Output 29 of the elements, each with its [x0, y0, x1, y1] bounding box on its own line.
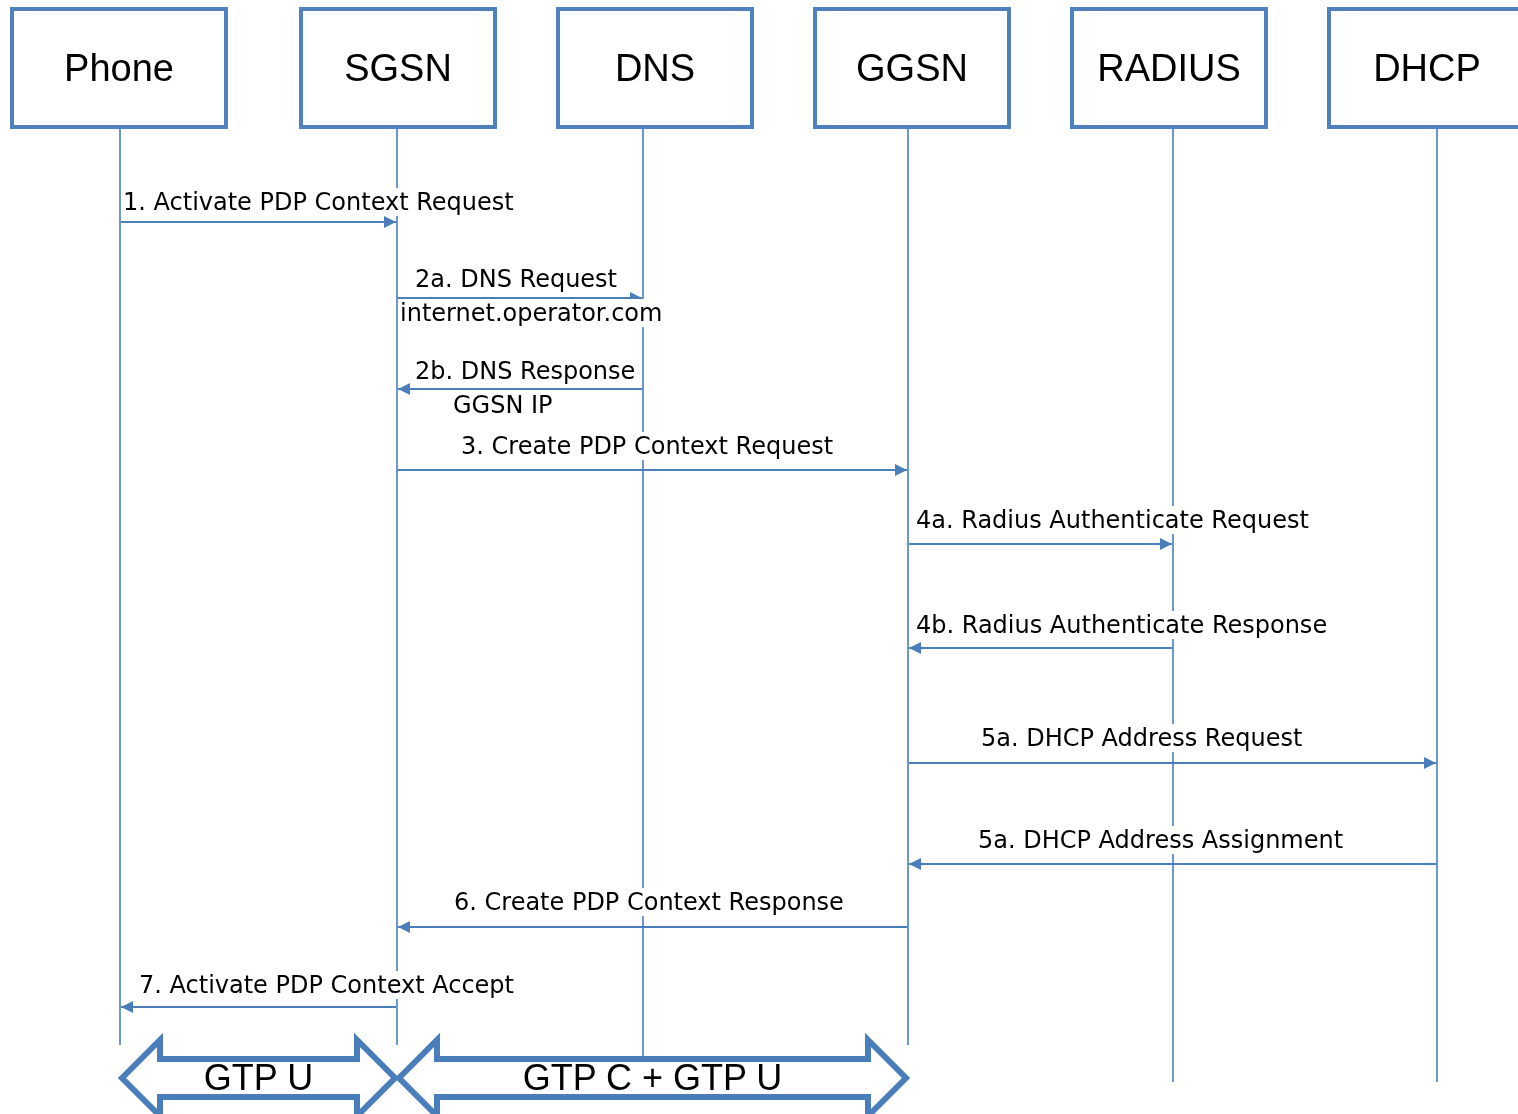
message-arrow [908, 858, 1437, 870]
participant-name: DNS [614, 46, 696, 90]
message-arrow [908, 538, 1173, 550]
message-arrow [397, 383, 643, 395]
message-note: internet.operator.com [399, 299, 664, 327]
participant-name: SGSN [344, 46, 452, 90]
message-arrow [120, 216, 397, 228]
message-arrow [397, 921, 908, 933]
edge-label: GTP U [203, 1060, 314, 1096]
message-arrow [120, 1001, 397, 1013]
message-label: 4a. Radius Authenticate Request [915, 506, 1310, 534]
participant-name: GGSN [856, 46, 968, 90]
message-label: 5a. DHCP Address Request [980, 724, 1304, 752]
message-arrow [908, 757, 1437, 769]
message-arrow [908, 642, 1173, 654]
participant-name: RADIUS [1097, 46, 1241, 90]
message-label: 2b. DNS Response [414, 357, 637, 385]
double-block-arrow [117, 1032, 400, 1114]
participant-name: Phone [64, 46, 174, 90]
message-label: 1. Activate PDP Context Request [122, 188, 515, 216]
participant-name: DHCP [1373, 46, 1481, 90]
message-label: 7. Activate PDP Context Accept [138, 971, 515, 999]
double-block-arrow [394, 1032, 911, 1114]
edge-label: GTP C + GTP U [522, 1060, 783, 1096]
message-arrow [397, 464, 908, 476]
message-label: 3. Create PDP Context Request [460, 432, 835, 460]
message-label: 4b. Radius Authenticate Response [915, 611, 1329, 639]
message-label: 5a. DHCP Address Assignment [977, 826, 1345, 854]
message-label: 6. Create PDP Context Response [453, 888, 845, 916]
